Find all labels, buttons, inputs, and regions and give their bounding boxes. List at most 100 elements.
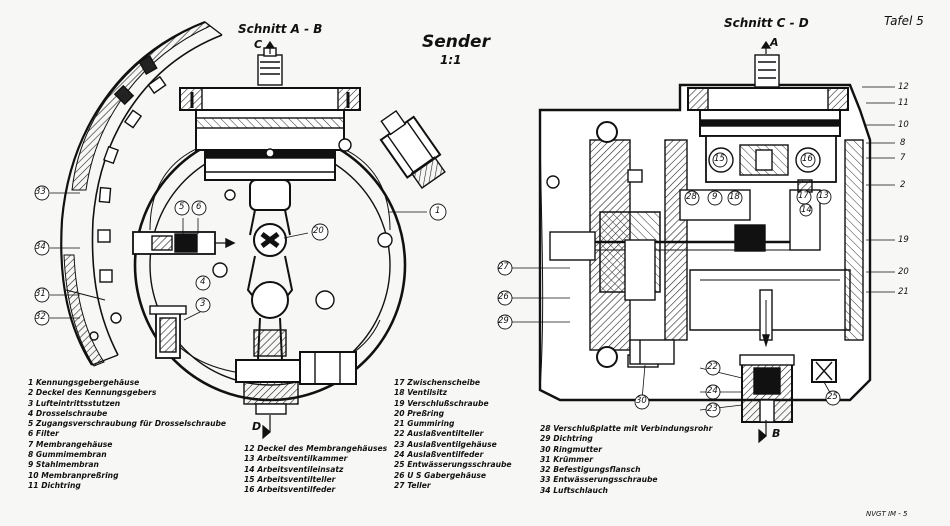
inlet-stub <box>149 305 187 359</box>
legend-item: 20 Preßring <box>394 408 445 418</box>
callout-19: 19 <box>898 235 909 245</box>
legend-item: 14 Arbeitsventileinsatz <box>244 464 344 474</box>
callout-25: 25 <box>827 392 838 402</box>
legend-column-1: 1 Kennungsgebergehäuse 2 Deckel des Kenn… <box>28 378 226 491</box>
callout-30: 30 <box>636 396 647 406</box>
scale-label: 1:1 <box>440 53 462 67</box>
legend-item: 24 Auslaßventilfeder <box>394 450 484 460</box>
legend-item: 4 Drosselschraube <box>28 408 108 418</box>
legend-item: 32 Befestigungsflansch <box>540 465 641 475</box>
legend-item: 17 Zwischenscheibe <box>394 378 481 387</box>
legend-item: 23 Auslaßventilgehäuse <box>394 439 497 449</box>
cut-mark-a: A <box>770 36 779 49</box>
outlet-valve <box>739 354 837 423</box>
legend-item: 26 U S Gabergehäuse <box>394 470 487 480</box>
page-title: Sender <box>422 32 490 52</box>
left-section-view <box>60 20 446 415</box>
legend-item: 9 Stahlmembran <box>28 460 99 470</box>
callout-8: 8 <box>900 138 906 148</box>
callout-10: 10 <box>898 120 909 130</box>
callout-15: 15 <box>714 154 725 164</box>
callout-31: 31 <box>35 289 46 299</box>
cut-mark-d: D <box>252 420 262 433</box>
top-cap <box>179 47 361 181</box>
cut-marks <box>262 40 772 444</box>
callout-26: 26 <box>498 292 509 302</box>
callout-14: 14 <box>801 205 812 215</box>
callout-32: 32 <box>35 312 46 322</box>
callout-17: 17 <box>798 191 809 201</box>
legend-item: 5 Zugangsverschraubung für Drosselschrau… <box>28 419 227 429</box>
callout-3: 3 <box>200 299 206 309</box>
callout-27: 27 <box>498 262 509 272</box>
callout-1: 1 <box>435 206 441 216</box>
callout-12: 12 <box>898 82 909 92</box>
section-c-d-label: Schnitt C - D <box>724 16 809 30</box>
callout-7: 7 <box>900 153 906 163</box>
membrane-assembly <box>687 54 849 183</box>
legend-item: 11 Dichtring <box>28 480 81 490</box>
legend-item: 6 Filter <box>28 429 59 439</box>
center-linkage <box>246 179 294 361</box>
legend-item: 15 Arbeitsventilteller <box>244 474 336 484</box>
callout-20-left: 20 <box>313 226 324 236</box>
callout-9: 9 <box>712 192 718 202</box>
legend-item: 30 Ringmutter <box>540 444 602 454</box>
legend-column-3: 17 Zwischenscheibe 18 Ventilsitz 19 Vers… <box>394 378 512 491</box>
callout-16: 16 <box>802 154 813 164</box>
callout-23: 23 <box>707 404 718 414</box>
curved-bracket <box>60 20 223 367</box>
section-a-b-label: Schnitt A - B <box>238 22 323 36</box>
left-callout-circles <box>34 185 447 326</box>
legend-item: 25 Entwässerungsschraube <box>394 460 512 470</box>
legend-item: 27 Teller <box>394 480 431 490</box>
legend-item: 33 Entwässerungsschraube <box>540 475 658 485</box>
legend-item: 31 Krümmer <box>540 454 593 464</box>
legend-item: 3 Lufteintrittsstutzen <box>28 398 121 408</box>
legend-item: 28 Verschlußplatte mit Verbindungsrohr <box>540 424 713 433</box>
cut-mark-c: C <box>254 38 263 51</box>
callout-5: 5 <box>179 202 185 212</box>
legend-item: 19 Verschlußschraube <box>394 398 489 408</box>
bottom-outlet <box>235 351 357 415</box>
legend-item: 10 Membranpreßring <box>28 470 119 480</box>
callout-22: 22 <box>707 362 718 372</box>
legend-item: 13 Arbeitsventilkammer <box>244 454 348 464</box>
right-callout-circles <box>497 152 841 418</box>
legend-item: 22 Auslaßventilteller <box>394 429 484 439</box>
callout-34: 34 <box>35 242 46 252</box>
callout-33: 33 <box>35 187 46 197</box>
plate-number: Tafel 5 <box>884 14 924 28</box>
legend-column-2: 12 Deckel des Membrangehäuses 13 Arbeits… <box>244 444 387 495</box>
callout-11: 11 <box>898 98 909 108</box>
side-fitting <box>379 109 446 189</box>
legend-item: 12 Deckel des Membrangehäuses <box>244 444 388 453</box>
callout-28-upper: 28 <box>686 192 697 202</box>
legend-item: 16 Arbeitsventilfeder <box>244 485 336 495</box>
cut-mark-b: B <box>772 427 781 440</box>
callout-24: 24 <box>707 386 718 396</box>
legend-column-4: 28 Verschlußplatte mit Verbindungsrohr 2… <box>540 424 712 496</box>
callout-6: 6 <box>196 202 202 212</box>
legend-item: 8 Gummimembran <box>28 450 107 460</box>
callout-21: 21 <box>898 287 909 297</box>
legend-item: 1 Kennungsgebergehäuse <box>28 378 140 387</box>
reference-code: NVGT IM - 5 <box>866 510 908 518</box>
legend-item: 18 Ventilsitz <box>394 388 448 398</box>
callout-4: 4 <box>200 277 206 287</box>
callout-29: 29 <box>498 316 509 326</box>
legend-item: 34 Luftschlauch <box>540 485 608 495</box>
right-section-view <box>538 54 872 423</box>
callout-2: 2 <box>900 180 906 190</box>
legend-item: 2 Deckel des Kennungsgebers <box>28 388 157 398</box>
callout-18: 18 <box>729 192 740 202</box>
callout-13: 13 <box>818 191 829 201</box>
legend-item: 7 Membrangehäuse <box>28 439 113 449</box>
throttle-screw-assembly <box>132 231 236 255</box>
callout-20-right: 20 <box>898 267 909 277</box>
legend-item: 29 Dichtring <box>540 434 593 444</box>
legend-item: 21 Gummiring <box>394 419 455 429</box>
left-leader-lines <box>50 192 427 321</box>
